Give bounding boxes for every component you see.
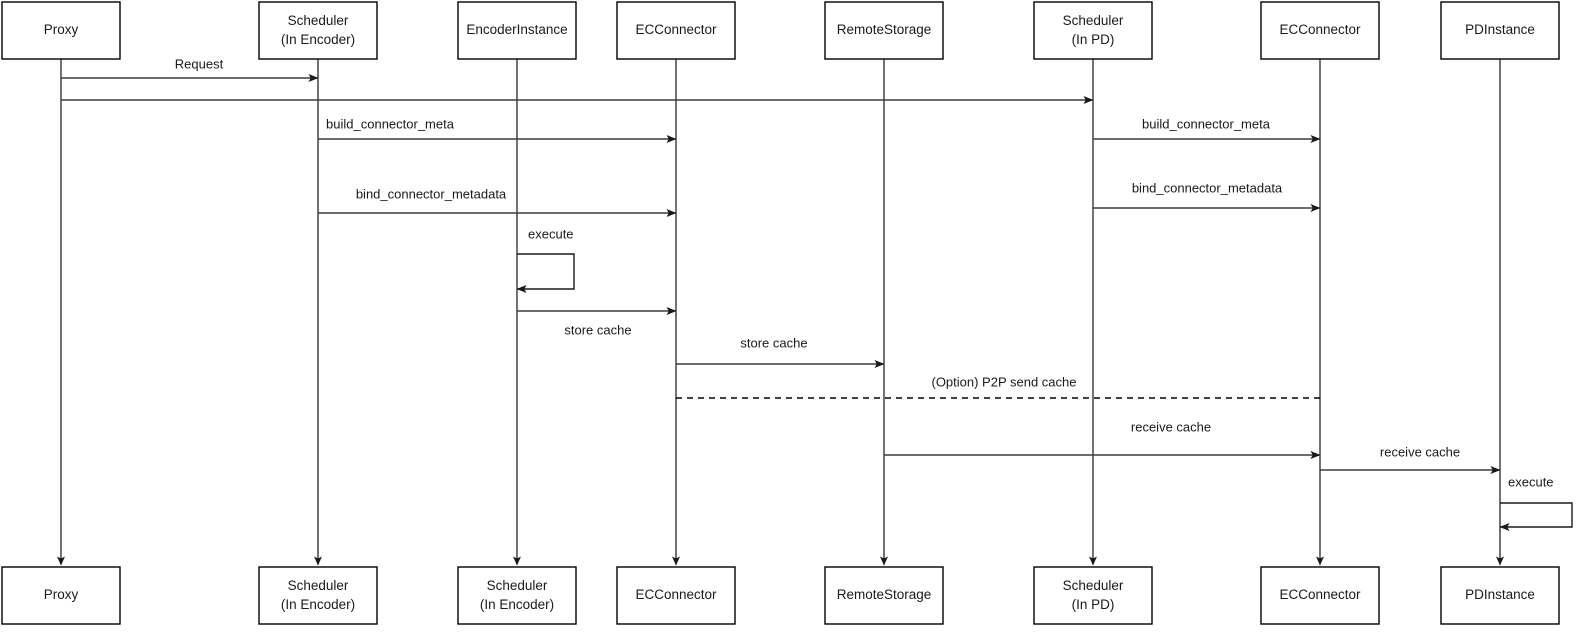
self-message-label-s1: execute	[528, 226, 574, 241]
participant-footer-sublabel-sched_enc_f: (In Encoder)	[281, 597, 355, 612]
participant-box-sched_enc[interactable]	[258, 1, 378, 60]
participant-footer-label-sched_pd_f: Scheduler	[1063, 578, 1124, 593]
participant-sublabel-sched_pd: (In PD)	[1072, 32, 1115, 47]
participant-footer-label-sched_enc2_f: Scheduler	[487, 578, 548, 593]
participant-footer-label-sched_enc_f: Scheduler	[288, 578, 349, 593]
participant-footer-sublabel-sched_pd_f: (In PD)	[1072, 597, 1115, 612]
participant-label-ecc_left: ECConnector	[635, 22, 717, 37]
participant-label-pd_inst: PDInstance	[1465, 22, 1535, 37]
self-messages-group: execute execute	[516, 226, 1573, 531]
participant-label-sched_enc: Scheduler	[288, 13, 349, 28]
participant-label-ecc_right: ECConnector	[1279, 22, 1361, 37]
participant-box-sched_pd[interactable]	[1033, 1, 1153, 60]
message-label-m10: receive cache	[1131, 419, 1211, 434]
lifelines-group	[57, 59, 1504, 566]
participant-footer-sublabel-sched_enc2_f: (In Encoder)	[480, 597, 554, 612]
participant-footer-box-remote_f[interactable]	[824, 566, 944, 625]
message-label-m5: bind_connector_metadata	[356, 186, 507, 201]
participant-footer-box-ecc_left_f[interactable]	[616, 566, 736, 625]
participant-footer-label-ecc_left_f: ECConnector	[635, 587, 717, 602]
message-label-m9: (Option) P2P send cache	[931, 374, 1076, 389]
self-message-path-s2	[1499, 502, 1573, 531]
self-message-path-s1	[516, 253, 575, 293]
participant-footer-box-pd_inst_f[interactable]	[1440, 566, 1560, 625]
message-label-m6: bind_connector_metadata	[1132, 180, 1283, 195]
participant-label-proxy: Proxy	[44, 22, 79, 37]
participant-box-encoder_inst[interactable]	[457, 1, 577, 60]
message-label-m1: Request	[175, 56, 224, 71]
participant-box-ecc_right[interactable]	[1260, 1, 1380, 60]
participant-footer-label-pd_inst_f: PDInstance	[1465, 587, 1535, 602]
message-label-m8: store cache	[740, 335, 807, 350]
message-label-m7: store cache	[564, 322, 631, 337]
message-label-m11: receive cache	[1380, 444, 1460, 459]
participant-footer-box-sched_enc2_f[interactable]	[457, 566, 577, 625]
self-message-label-s2: execute	[1508, 474, 1554, 489]
messages-group: Request build_connector_meta build_connect…	[61, 56, 1501, 474]
message-label-m4: build_connector_meta	[1142, 116, 1271, 131]
participant-box-remote[interactable]	[824, 1, 944, 60]
participant-label-encoder_inst: EncoderInstance	[466, 22, 567, 37]
participant-footer-box-proxy_f[interactable]	[1, 566, 121, 625]
participant-footer-label-proxy_f: Proxy	[44, 587, 79, 602]
participant-box-pd_inst[interactable]	[1440, 1, 1560, 60]
participant-footer-box-ecc_right_f[interactable]	[1260, 566, 1380, 625]
message-label-m3: build_connector_meta	[326, 116, 455, 131]
footer-participant-boxes: Proxy Scheduler (In Encoder) Scheduler (In E…	[1, 566, 1560, 625]
participant-label-remote: RemoteStorage	[837, 22, 932, 37]
header-participant-boxes: Proxy Scheduler (In Encoder) EncoderInstanc…	[1, 1, 1560, 60]
participant-footer-box-sched_enc_f[interactable]	[258, 566, 378, 625]
participant-sublabel-sched_enc: (In Encoder)	[281, 32, 355, 47]
participant-footer-label-remote_f: RemoteStorage	[837, 587, 932, 602]
participant-label-sched_pd: Scheduler	[1063, 13, 1124, 28]
participant-footer-label-ecc_right_f: ECConnector	[1279, 587, 1361, 602]
participant-box-ecc_left[interactable]	[616, 1, 736, 60]
participant-footer-box-sched_pd_f[interactable]	[1033, 566, 1153, 625]
participant-box-proxy[interactable]	[1, 1, 121, 60]
